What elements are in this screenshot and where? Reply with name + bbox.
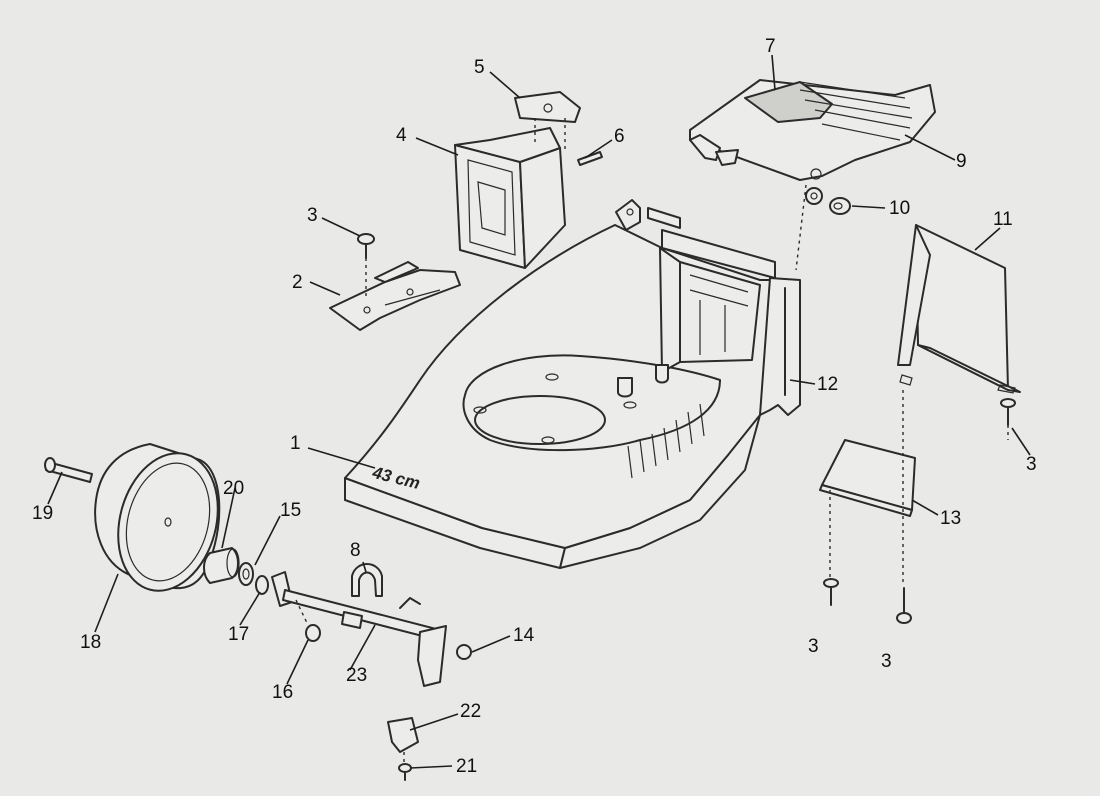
nut-part-16 bbox=[305, 624, 321, 642]
callout-9: 9 bbox=[956, 151, 967, 172]
callout-2: 2 bbox=[292, 272, 303, 293]
callout-6: 6 bbox=[614, 126, 625, 147]
screw-part-3-right bbox=[1000, 398, 1016, 426]
washer-part-17 bbox=[255, 575, 269, 595]
callout-3-bottom-left: 3 bbox=[808, 636, 819, 657]
callout-19: 19 bbox=[32, 503, 53, 524]
callout-17: 17 bbox=[228, 624, 249, 645]
guard-plate-part-11 bbox=[897, 224, 1021, 394]
rear-flap bbox=[689, 79, 936, 181]
spring-pin bbox=[399, 597, 421, 609]
callout-15: 15 bbox=[280, 500, 301, 521]
callout-7: 7 bbox=[765, 36, 776, 57]
axle-part-23 bbox=[271, 571, 447, 687]
callout-23: 23 bbox=[346, 665, 367, 686]
bracket-part-2 bbox=[329, 261, 461, 331]
bracket-part-22 bbox=[387, 717, 419, 753]
nut-part-14 bbox=[456, 644, 472, 660]
plate-part-13 bbox=[819, 439, 916, 517]
callout-1: 1 bbox=[290, 433, 301, 454]
washer-part-9 bbox=[805, 187, 823, 205]
callout-3-top: 3 bbox=[307, 205, 318, 226]
assembly-lines bbox=[295, 118, 1009, 765]
nut-part-10 bbox=[829, 197, 851, 215]
callout-labels: 1 2 3 3 3 3 4 5 6 7 8 9 10 11 12 13 14 1… bbox=[32, 36, 1037, 777]
screw-part-3-bottom-left bbox=[823, 578, 839, 606]
callout-18: 18 bbox=[80, 632, 101, 653]
pin-part-6 bbox=[577, 151, 603, 166]
callout-3-right: 3 bbox=[1026, 454, 1037, 475]
chute-frame bbox=[454, 127, 566, 269]
mower-deck: 43 cm bbox=[344, 199, 801, 569]
bolt-part-19 bbox=[44, 457, 93, 483]
latch-part-5 bbox=[514, 91, 581, 123]
leader-lines bbox=[47, 54, 1031, 769]
callout-11: 11 bbox=[993, 209, 1013, 230]
bushing-part-20 bbox=[203, 547, 240, 584]
callout-3-bottom-right: 3 bbox=[881, 651, 892, 672]
callout-22: 22 bbox=[460, 701, 481, 722]
callout-5: 5 bbox=[474, 57, 485, 78]
screw-part-3-bottom-right bbox=[896, 587, 912, 624]
screw-part-3-top bbox=[357, 233, 375, 259]
callout-10: 10 bbox=[889, 198, 910, 219]
callout-13: 13 bbox=[940, 508, 961, 529]
callout-16: 16 bbox=[272, 682, 293, 703]
callout-14: 14 bbox=[513, 625, 535, 646]
callout-12: 12 bbox=[817, 374, 838, 395]
callout-20: 20 bbox=[223, 478, 244, 499]
callout-4: 4 bbox=[396, 125, 407, 146]
washer-part-15 bbox=[238, 562, 254, 586]
clip-part-8 bbox=[351, 563, 383, 597]
callout-8: 8 bbox=[350, 540, 361, 561]
screw-part-21 bbox=[398, 763, 412, 781]
callout-21: 21 bbox=[456, 756, 477, 777]
